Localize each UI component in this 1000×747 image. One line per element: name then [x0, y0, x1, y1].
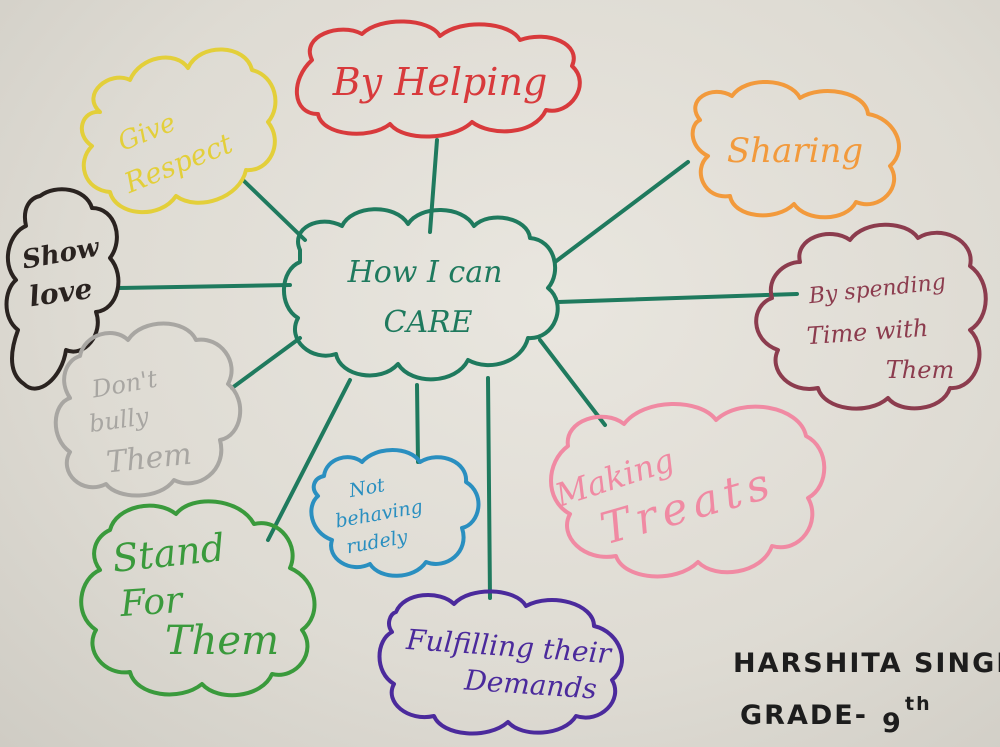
node-not-behaving-rudely: Not behaving rudely	[309, 448, 481, 578]
label-sharing: Sharing	[727, 131, 863, 171]
signature-grade-prefix: GRADE-	[740, 700, 868, 731]
connector-making-treats	[538, 338, 607, 427]
signature: HARSHITA SINGH GRADE- 9 th	[733, 648, 1000, 739]
label-dont-bully-line1: Don't	[89, 365, 160, 404]
cloud-give-respect	[80, 47, 278, 214]
label-stand-for-them-line1: Stand	[110, 525, 227, 581]
node-give-respect: Give Respect	[80, 47, 278, 214]
label-by-spending-time-line1: By spending	[807, 270, 947, 309]
label-show-love-line2: love	[27, 272, 94, 314]
label-stand-for-them-line3: Them	[165, 618, 279, 664]
connector-give-respect	[241, 178, 307, 242]
center-title-line1: How I can	[347, 255, 503, 290]
label-by-helping: By Helping	[332, 60, 548, 104]
connector-fulfilling-demands	[486, 376, 492, 600]
connector-sharing	[553, 160, 690, 264]
label-dont-bully-line3: Them	[105, 437, 194, 481]
node-by-helping: By Helping	[295, 19, 582, 139]
node-making-treats: Making Treats	[549, 402, 827, 579]
label-not-behaving-rudely-line2: behaving	[334, 496, 425, 533]
label-stand-for-them-line2: For	[118, 580, 185, 625]
label-show-love-line1: Show	[20, 232, 103, 275]
cloud-by-spending-time	[754, 222, 988, 411]
label-fulfilling-demands-line1: Fulfilling their	[404, 623, 613, 670]
cloud-making-treats	[549, 402, 827, 579]
connector-stand-for-them	[266, 378, 352, 542]
node-by-spending-time: By spending Time with Them	[754, 222, 988, 411]
center-title-line2: CARE	[383, 305, 472, 340]
center-node: How I can CARE	[282, 207, 560, 382]
cloud-fulfilling-demands	[377, 589, 624, 736]
node-show-love: Show love	[4, 187, 121, 391]
signature-name: HARSHITA SINGH	[733, 648, 1000, 679]
cloud-dont-bully	[53, 321, 243, 498]
cloud-stand-for-them	[79, 499, 317, 698]
label-by-spending-time-line3: Them	[886, 356, 954, 384]
node-sharing: Sharing	[690, 80, 901, 220]
cloud-sharing	[690, 80, 901, 220]
label-by-spending-time-line2: Time with	[806, 314, 929, 350]
connector-dont-bully	[230, 336, 302, 390]
connector-by-helping	[428, 138, 439, 234]
cloud-show-love	[4, 187, 121, 391]
label-fulfilling-demands-line2: Demands	[462, 663, 598, 705]
cloud-by-helping	[295, 19, 582, 139]
node-stand-for-them: Stand For Them	[79, 499, 317, 698]
node-dont-bully: Don't bully Them	[53, 321, 243, 498]
connector-show-love	[116, 283, 292, 290]
connector-not-behaving-rudely	[415, 383, 420, 464]
connector-by-spending-time	[556, 292, 799, 304]
label-not-behaving-rudely-line3: rudely	[345, 526, 410, 558]
label-not-behaving-rudely-line1: Not	[346, 474, 386, 502]
signature-grade-number: 9	[882, 708, 903, 739]
node-fulfilling-demands: Fulfilling their Demands	[377, 589, 624, 736]
cloud-not-behaving-rudely	[309, 448, 481, 578]
connectors	[116, 138, 799, 600]
center-cloud	[282, 207, 560, 382]
signature-grade-suffix: th	[905, 693, 932, 715]
label-dont-bully-line2: bully	[87, 402, 150, 438]
